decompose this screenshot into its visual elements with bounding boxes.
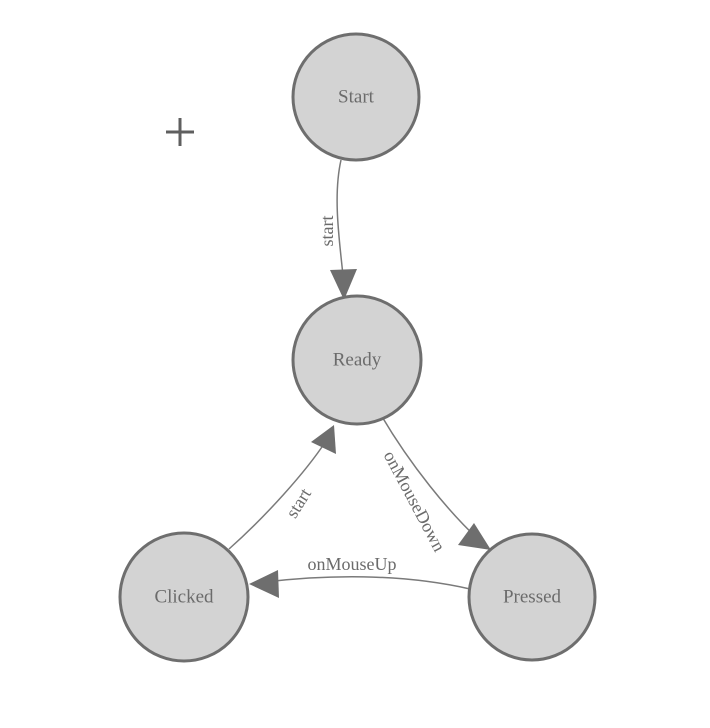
edge-pressed-to-clicked[interactable]: onMouseUp <box>249 554 471 598</box>
node-circle[interactable] <box>467 532 597 662</box>
edge-label-group: onMouseDown <box>380 447 450 554</box>
edge-label-group: start <box>317 216 337 247</box>
node-start[interactable]: Start <box>291 32 421 162</box>
crosshair-marker[interactable] <box>166 118 194 146</box>
node-clicked[interactable]: Clicked <box>118 531 250 663</box>
edge-start-to-ready[interactable]: start <box>317 159 357 300</box>
edge-line <box>380 414 479 540</box>
edge-line <box>336 159 345 287</box>
edge-label: start <box>317 216 337 247</box>
node-pressed[interactable]: Pressed <box>467 532 597 662</box>
edge-ready-to-pressed[interactable]: onMouseDown <box>380 414 491 555</box>
edge-clicked-to-ready[interactable]: start <box>228 425 336 550</box>
node-label: Ready <box>333 349 382 370</box>
node-ready[interactable]: Ready <box>291 294 423 426</box>
edge-line <box>264 576 471 590</box>
node-label: Clicked <box>154 586 214 607</box>
node-circle[interactable] <box>118 531 250 663</box>
node-label: Pressed <box>503 586 562 607</box>
arrowhead-icon <box>249 570 279 598</box>
node-circle[interactable] <box>291 32 421 162</box>
edge-line <box>228 440 327 550</box>
arrowhead-icon <box>458 523 491 550</box>
node-label: Start <box>338 86 375 107</box>
arrowhead-icon <box>311 425 336 454</box>
edge-label: onMouseDown <box>380 447 450 554</box>
arrowhead-icon <box>330 269 357 300</box>
edge-label-group: onMouseUp <box>308 554 397 574</box>
node-circle[interactable] <box>291 294 423 426</box>
edge-label: onMouseUp <box>308 554 397 574</box>
